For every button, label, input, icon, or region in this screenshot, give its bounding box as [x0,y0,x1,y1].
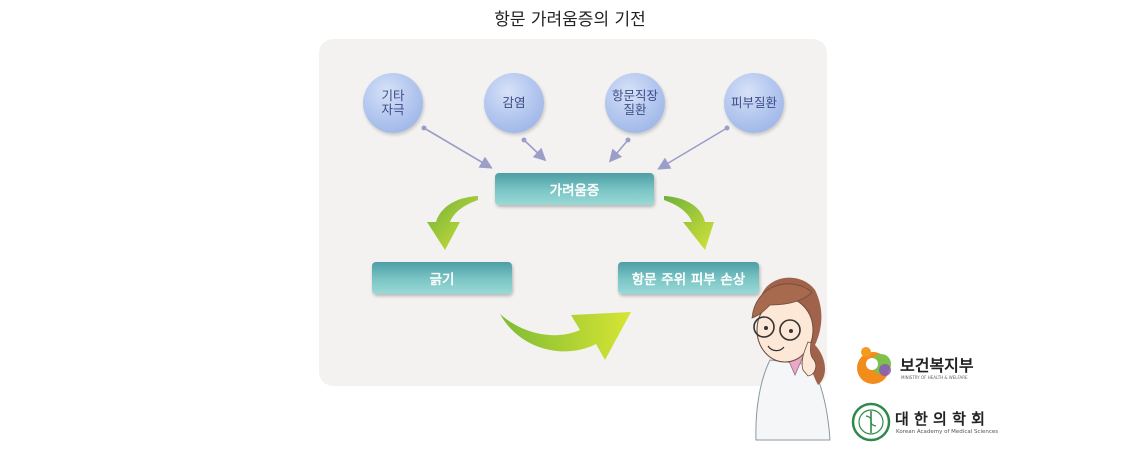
green-arrow-right [664,196,714,250]
cause-label-line: 기타 [381,88,405,103]
connector-skin-disease [657,125,730,170]
cause-label-line: 질환 [623,102,647,117]
cause-label-line: 피부질환 [730,95,777,110]
page-title: 항문 가려움증의 기전 [494,10,646,30]
cause-circle-skin-disease: 피부질환 [724,73,784,133]
connector-anorectal-disease [608,137,631,163]
academy-name: 대 한 의 학 회 [895,410,985,428]
result-box-perianal-skin-damage: 항문 주위 피부 손상 [618,262,759,294]
ministry-logo-icon [857,347,891,384]
cause-label-line: 감염 [502,95,526,110]
center-box-itching: 가려움증 [495,173,654,205]
cause-circle-infection: 감염 [484,73,544,133]
connector-infection [521,137,547,162]
green-arrow-bottom [500,312,631,360]
connector-other-irritation [421,125,493,169]
ministry-subtitle: MINISTRY OF HEALTH & WELFARE [901,375,968,380]
result-box-scratching: 긁기 [372,262,512,294]
ministry-name: 보건복지부 [900,356,974,375]
doctor-character [751,277,831,441]
academy-seal-icon [851,402,891,442]
academy-subtitle: Korean Academy of Medical Sciences [896,429,999,435]
cause-label-line: 자극 [381,102,405,117]
cause-label-line: 항문직장 [611,88,658,103]
green-arrow-left [427,196,478,250]
